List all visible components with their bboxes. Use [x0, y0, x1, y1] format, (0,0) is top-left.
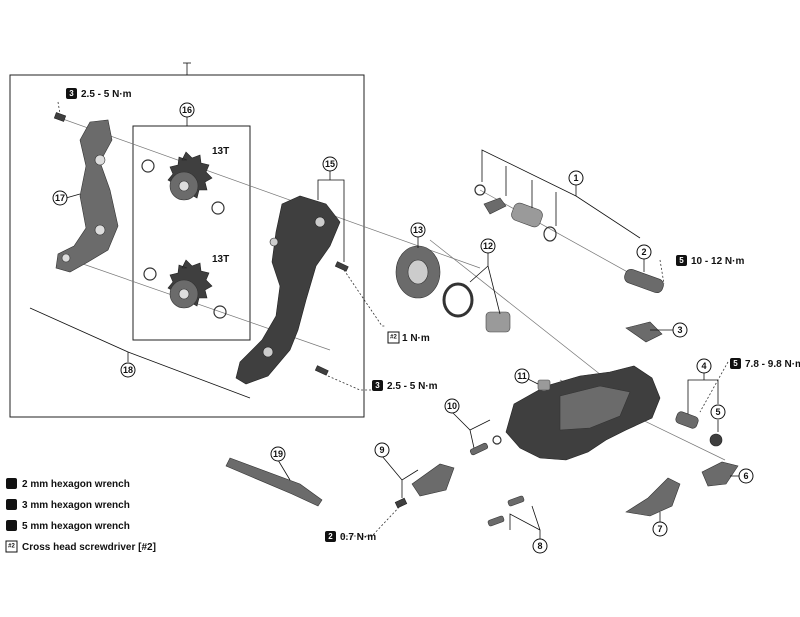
- svg-text:10 - 12 N·m: 10 - 12 N·m: [691, 256, 744, 267]
- callout-5: 5: [710, 404, 726, 420]
- svg-text:4: 4: [701, 361, 706, 371]
- svg-text:12: 12: [483, 241, 493, 251]
- svg-text:2 mm hexagon wrench: 2 mm hexagon wrench: [22, 479, 130, 490]
- callout-15: 15: [322, 156, 338, 172]
- svg-text:3 mm hexagon wrench: 3 mm hexagon wrench: [22, 500, 130, 511]
- legend-row-3mm: 3 3 mm hexagon wrench: [6, 499, 130, 511]
- bottom-cover: [625, 477, 681, 517]
- svg-text:3: 3: [69, 89, 74, 98]
- svg-text:2: 2: [328, 532, 333, 541]
- svg-text:18: 18: [123, 365, 133, 375]
- callout-2: 2: [636, 244, 652, 260]
- callout-11: 11: [514, 368, 530, 384]
- svg-text:Cross head screwdriver [#2]: Cross head screwdriver [#2]: [22, 542, 156, 553]
- cage-bolt: [53, 112, 67, 122]
- svg-text:2.5 - 5 N·m: 2.5 - 5 N·m: [387, 381, 438, 392]
- tool: [225, 457, 323, 507]
- svg-text:5: 5: [679, 256, 684, 265]
- pulley-cage-group: [9, 62, 365, 418]
- lower-pulley-teeth-label: 13T: [212, 254, 229, 265]
- callout-9: 9: [374, 442, 390, 458]
- svg-text:17: 17: [55, 193, 65, 203]
- derailleur-body: [505, 365, 661, 461]
- callout-18: 18: [120, 362, 136, 378]
- leader-lines: [29, 101, 740, 540]
- svg-text:2: 2: [641, 247, 646, 257]
- axle-parts: [474, 184, 664, 294]
- callout-3: 3: [672, 322, 688, 338]
- b-tension-cover: [625, 321, 663, 343]
- svg-text:0.7 N·m: 0.7 N·m: [340, 532, 376, 543]
- svg-text:3: 3: [677, 325, 682, 335]
- svg-text:5: 5: [715, 407, 720, 417]
- stopper: [537, 379, 551, 391]
- svg-text:11: 11: [517, 371, 527, 381]
- svg-text:9: 9: [379, 445, 384, 455]
- svg-text:5: 5: [9, 520, 15, 531]
- plate-cap: [395, 245, 441, 299]
- svg-text:#2: #2: [390, 335, 397, 341]
- svg-text:2: 2: [9, 478, 15, 489]
- callout-4: 4: [696, 358, 712, 374]
- callout-10: 10: [444, 398, 460, 414]
- svg-text:7.8 - 9.8 N·m: 7.8 - 9.8 N·m: [745, 359, 800, 370]
- tool-legend: 2 2 mm hexagon wrench 3 3 mm hexagon wre…: [5, 478, 156, 553]
- callout-16: 16: [179, 102, 195, 118]
- callout-12: 12: [480, 238, 496, 254]
- svg-text:#2: #2: [8, 544, 15, 550]
- torque-axle-4: 5 7.8 - 9.8 N·m: [730, 358, 800, 370]
- svg-text:16: 16: [182, 105, 192, 115]
- svg-text:3: 3: [375, 381, 380, 390]
- svg-text:1 N·m: 1 N·m: [402, 333, 430, 344]
- tension-pulley: [143, 259, 227, 319]
- cage-screws: [314, 261, 349, 376]
- legend-row-screwdriver: #2 Cross head screwdriver [#2]: [5, 540, 156, 553]
- torque-axle-2: 5 10 - 12 N·m: [676, 255, 744, 267]
- end-cap: [701, 461, 739, 487]
- legend-row-5mm: 5 5 mm hexagon wrench: [6, 520, 130, 532]
- torque-screw-15: #2 1 N·m: [387, 331, 430, 344]
- torque-pulley-bolt: 3 2.5 - 5 N·m: [372, 380, 438, 392]
- axle-bolt-parts: [675, 411, 723, 447]
- svg-text:3: 3: [9, 499, 15, 510]
- svg-text:15: 15: [325, 159, 335, 169]
- callout-8: 8: [532, 538, 548, 554]
- callout-1: 1: [568, 170, 584, 186]
- upper-pulley-teeth-label: 13T: [212, 146, 229, 157]
- callout-17: 17: [52, 190, 68, 206]
- svg-text:2.5 - 5 N·m: 2.5 - 5 N·m: [81, 89, 132, 100]
- inner-cage-plate: [235, 195, 341, 385]
- torque-cable: 2 0.7 N·m: [325, 531, 376, 543]
- callout-7: 7: [652, 521, 668, 537]
- svg-text:6: 6: [743, 471, 748, 481]
- outer-cage-plate: [55, 119, 119, 273]
- svg-text:8: 8: [537, 541, 542, 551]
- svg-text:5: 5: [733, 359, 738, 368]
- svg-text:19: 19: [273, 449, 283, 459]
- svg-text:13: 13: [413, 225, 423, 235]
- pulley-subgroup-frame: [132, 125, 251, 341]
- callout-6: 6: [738, 468, 754, 484]
- torque-top-left: 3 2.5 - 5 N·m: [66, 88, 132, 100]
- svg-text:5 mm hexagon wrench: 5 mm hexagon wrench: [22, 521, 130, 532]
- body-screws: [487, 495, 525, 527]
- guide-pulley: [141, 151, 225, 215]
- bushings: [442, 282, 511, 333]
- legend-row-2mm: 2 2 mm hexagon wrench: [6, 478, 130, 490]
- adjust-bolt: [469, 435, 502, 456]
- cable-fixing-parts: [394, 463, 455, 509]
- svg-text:7: 7: [657, 524, 662, 534]
- callout-13: 13: [410, 222, 426, 238]
- callout-19: 19: [270, 446, 286, 462]
- svg-text:10: 10: [447, 401, 457, 411]
- svg-text:1: 1: [573, 173, 578, 183]
